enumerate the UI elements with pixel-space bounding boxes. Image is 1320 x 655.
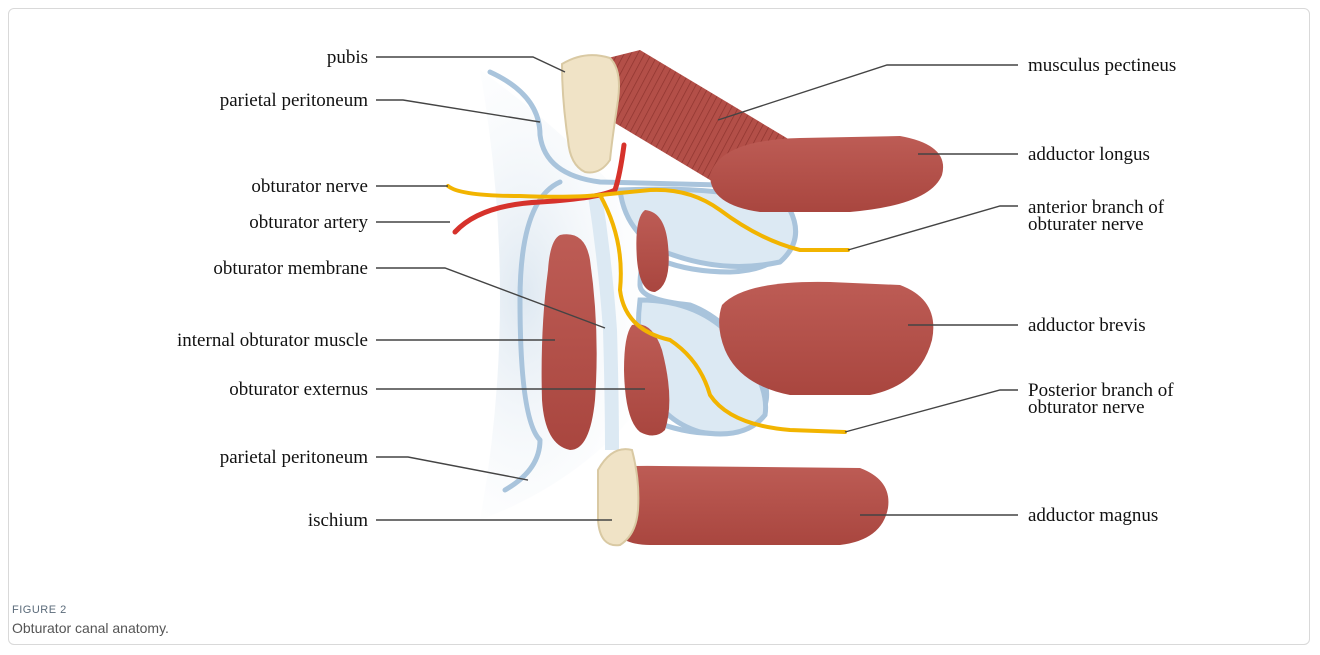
adductor-longus-shape <box>710 136 943 212</box>
label-adductor-magnus: adductor magnus <box>1028 506 1158 525</box>
leader-musculus-pectineus <box>718 65 1018 120</box>
label-ischium: ischium <box>308 511 368 530</box>
figure-label: FIGURE 2 <box>12 604 67 616</box>
leader-anterior-branch <box>848 206 1018 250</box>
label-adductor-longus: adductor longus <box>1028 145 1150 164</box>
label-anterior-branch: anterior branch of obturater nerve <box>1028 199 1164 233</box>
label-musculus-pectineus: musculus pectineus <box>1028 56 1176 75</box>
internal-obturator-muscle-shape <box>542 234 597 450</box>
adductor-brevis-shape <box>719 282 933 395</box>
pubis-bone <box>562 55 619 172</box>
figure-caption: Obturator canal anatomy. <box>12 620 169 636</box>
label-internal-obturator-muscle: internal obturator muscle <box>177 331 368 350</box>
ischium-bone <box>598 449 638 545</box>
label-parietal-peritoneum-top: parietal peritoneum <box>220 91 368 110</box>
adductor-magnus-shape <box>605 466 888 545</box>
label-posterior-branch: Posterior branch of obturator nerve <box>1028 382 1174 416</box>
leader-posterior-branch <box>845 390 1018 432</box>
label-pubis: pubis <box>327 48 368 67</box>
label-obturator-artery: obturator artery <box>249 213 368 232</box>
label-parietal-peritoneum-bottom: parietal peritoneum <box>220 448 368 467</box>
label-obturator-membrane: obturator membrane <box>213 259 368 278</box>
label-obturator-externus: obturator externus <box>229 380 368 399</box>
label-adductor-brevis: adductor brevis <box>1028 316 1146 335</box>
leader-pubis <box>376 57 565 72</box>
label-obturator-nerve: obturator nerve <box>251 177 368 196</box>
